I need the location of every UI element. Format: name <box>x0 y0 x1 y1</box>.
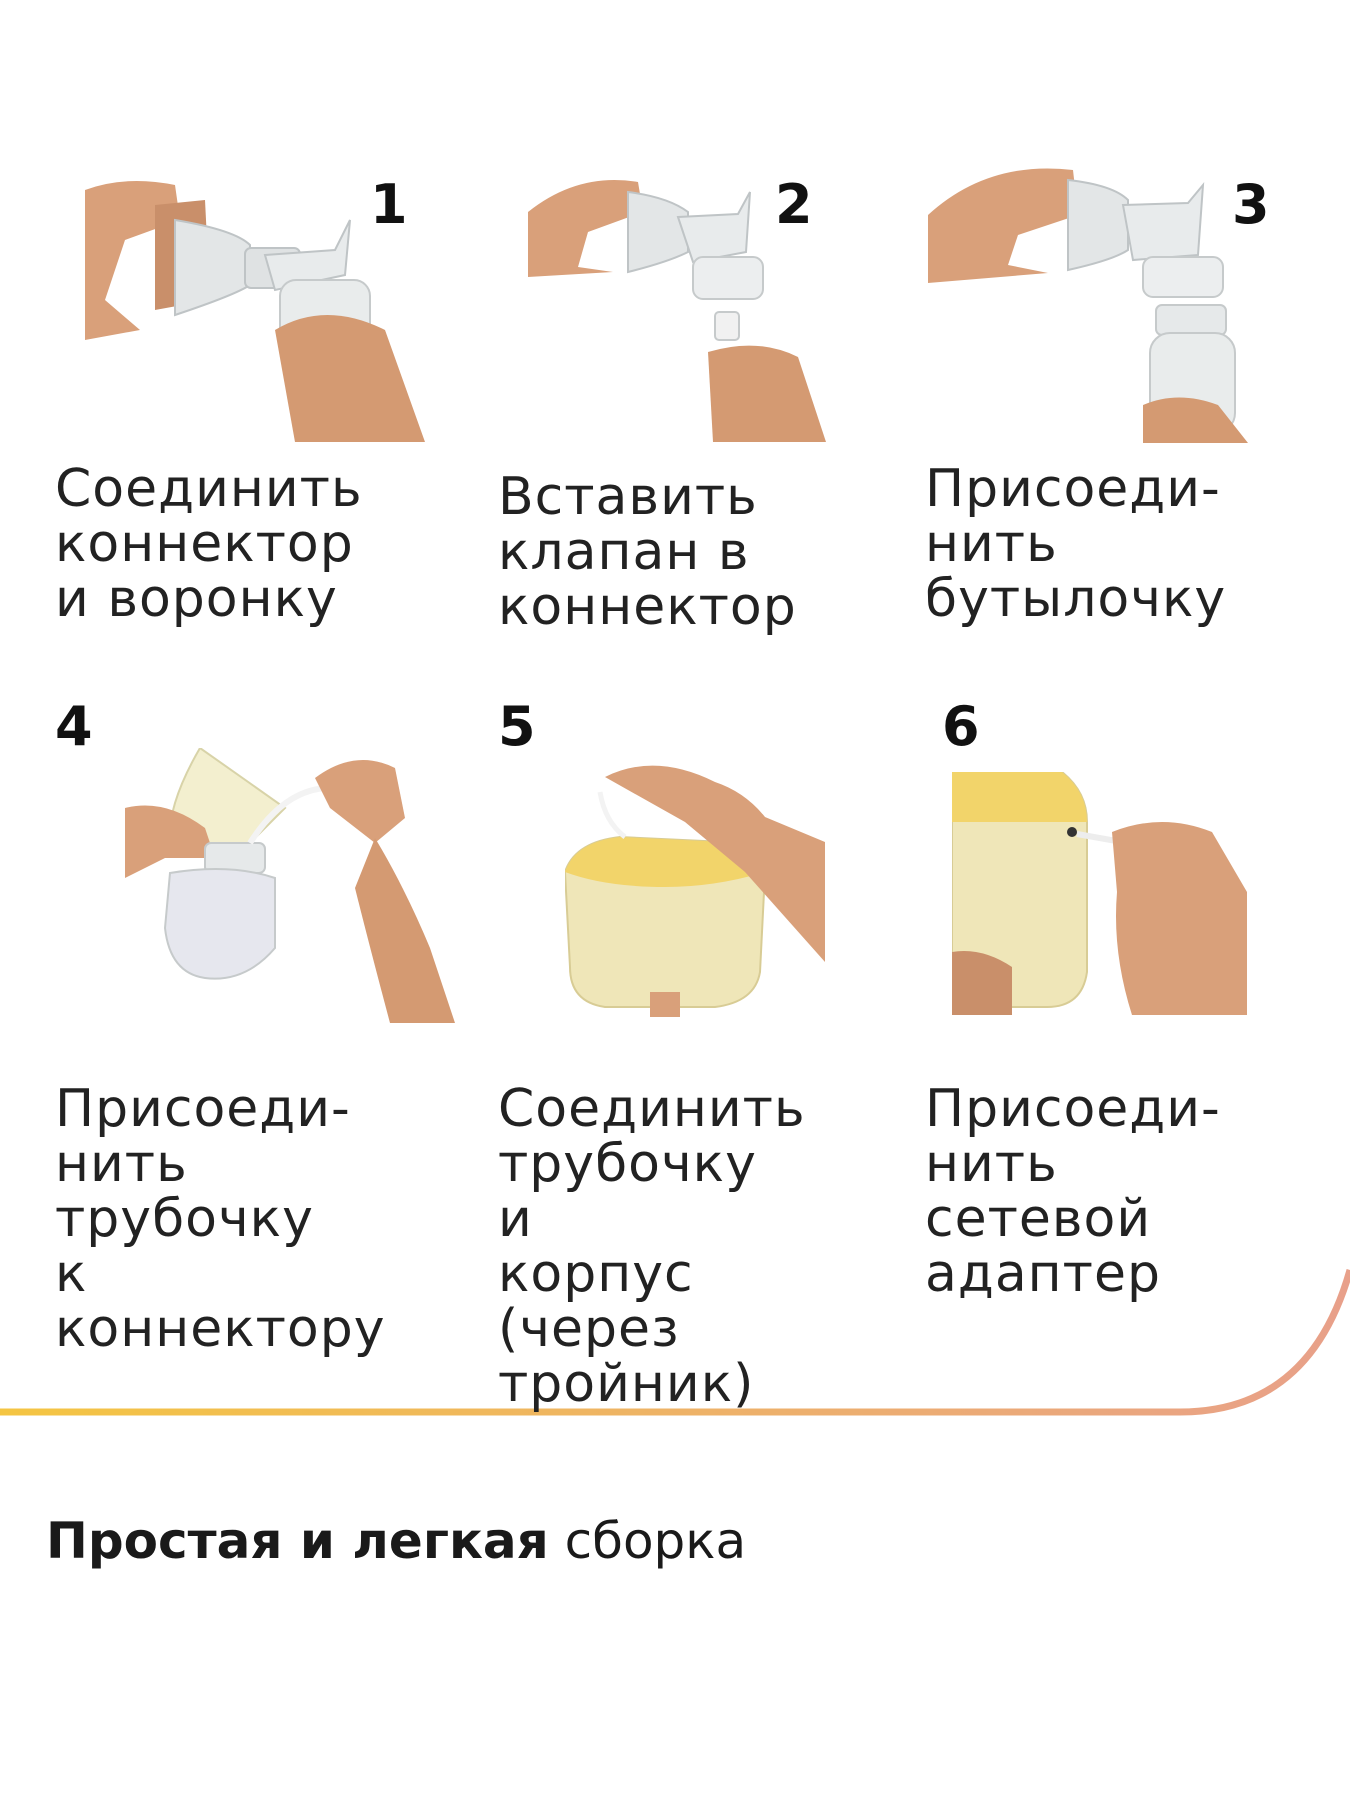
footer-tagline-bold: Простая и легкая <box>46 1512 549 1570</box>
step-2-photo <box>528 180 826 442</box>
step-1-photo <box>85 181 425 442</box>
footer-tagline: Простая и легкая сборка <box>46 1512 746 1570</box>
step-3-number: 3 <box>1232 173 1270 236</box>
step-3-caption: Присоеди- нить бутылочку <box>925 459 1227 629</box>
step-4-caption: Присоеди- нить трубочку к коннектору <box>55 1079 386 1359</box>
step-1-caption: Соединить коннектор и воронку <box>55 459 363 629</box>
step-4-photo <box>125 748 455 1023</box>
step-6-number: 6 <box>942 695 980 758</box>
step-2-caption: Вставить клапан в коннектор <box>498 467 797 637</box>
step-4-number: 4 <box>55 695 93 758</box>
step-5-caption: Соединить трубочку и корпус (через тройн… <box>498 1079 806 1414</box>
step-1-number: 1 <box>370 173 408 236</box>
card-border-curve <box>0 1269 1350 1416</box>
step-6-caption: Присоеди- нить сетевой адаптер <box>925 1079 1221 1304</box>
step-2-number: 2 <box>775 173 813 236</box>
step-5-photo <box>565 765 825 1017</box>
step-6-photo <box>952 772 1247 1015</box>
footer-tagline-regular: сборка <box>564 1512 747 1570</box>
step-3-photo <box>928 168 1248 443</box>
step-5-number: 5 <box>498 695 536 758</box>
